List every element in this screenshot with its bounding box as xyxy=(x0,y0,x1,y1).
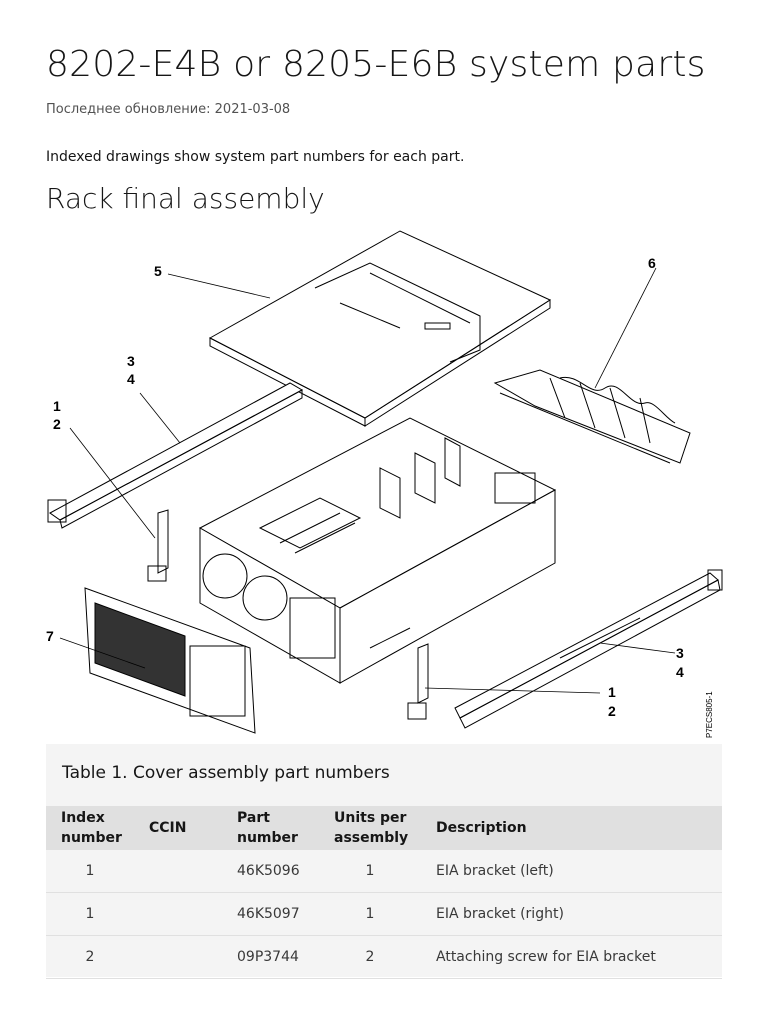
cell-units: 1 xyxy=(319,892,421,936)
right-bracket-drawing xyxy=(407,643,429,720)
parts-table-container: Table 1. Cover assembly part numbers Ind… xyxy=(46,744,722,979)
callout-5: 5 xyxy=(154,263,162,279)
left-rail-drawing xyxy=(47,382,304,529)
callout-7: 7 xyxy=(46,628,54,644)
cell-ccin xyxy=(134,850,222,893)
page-title: 8202-E4B or 8205-E6B system parts xyxy=(46,44,706,85)
callout-1-left: 1 xyxy=(53,398,61,414)
front-bezel-drawing xyxy=(84,587,256,734)
header-description: Description xyxy=(436,820,527,836)
table-caption: Table 1. Cover assembly part numbers xyxy=(62,763,390,783)
rack-assembly-drawing: 5 6 3 4 1 2 7 3 4 1 2 P7ECS805-1 xyxy=(40,228,730,743)
right-rail-drawing xyxy=(454,569,723,729)
cell-part: 09P3744 xyxy=(222,935,319,979)
intro-text: Indexed drawings show system part number… xyxy=(46,149,465,165)
cell-ccin xyxy=(134,935,222,979)
cell-index: 1 xyxy=(46,850,134,893)
leader-lines xyxy=(59,267,676,694)
table-row: 1 46K5096 1 EIA bracket (left) xyxy=(46,850,722,893)
callout-4-right: 4 xyxy=(676,664,684,680)
cell-units: 1 xyxy=(319,850,421,893)
cell-index: 1 xyxy=(46,892,134,936)
callout-6: 6 xyxy=(648,255,656,271)
cell-units: 2 xyxy=(319,935,421,979)
left-bracket-drawing xyxy=(147,509,169,582)
callout-3-left: 3 xyxy=(127,353,135,369)
exploded-view-illustration: 5 6 3 4 1 2 7 3 4 1 2 P7ECS805-1 xyxy=(46,230,723,738)
figure-id: P7ECS805-1 xyxy=(705,691,714,738)
table-row: 1 46K5097 1 EIA bracket (right) xyxy=(46,892,722,936)
header-ccin: CCIN xyxy=(149,820,187,836)
cell-ccin xyxy=(134,892,222,936)
cell-description: EIA bracket (left) xyxy=(421,850,722,893)
fan-bracket-drawing xyxy=(493,369,691,464)
table-row: 2 09P3744 2 Attaching screw for EIA brac… xyxy=(46,935,722,979)
top-cover-drawing xyxy=(208,230,552,427)
last-updated: Последнее обновление: 2021-03-08 xyxy=(46,102,291,117)
callout-2-left: 2 xyxy=(53,416,61,432)
section-title: Rack final assembly xyxy=(46,182,325,215)
callout-2-right: 2 xyxy=(608,703,616,719)
cell-description: EIA bracket (right) xyxy=(421,892,722,936)
cell-description: Attaching screw for EIA bracket xyxy=(421,935,722,979)
callout-4-left: 4 xyxy=(127,371,135,387)
cell-part: 46K5097 xyxy=(222,892,319,936)
cell-index: 2 xyxy=(46,935,134,979)
callout-3-right: 3 xyxy=(676,645,684,661)
callout-labels: 5 6 3 4 1 2 7 3 4 1 2 P7ECS805-1 xyxy=(46,255,714,738)
cell-part: 46K5096 xyxy=(222,850,319,893)
callout-1-right: 1 xyxy=(608,684,616,700)
chassis-drawing xyxy=(198,417,557,684)
